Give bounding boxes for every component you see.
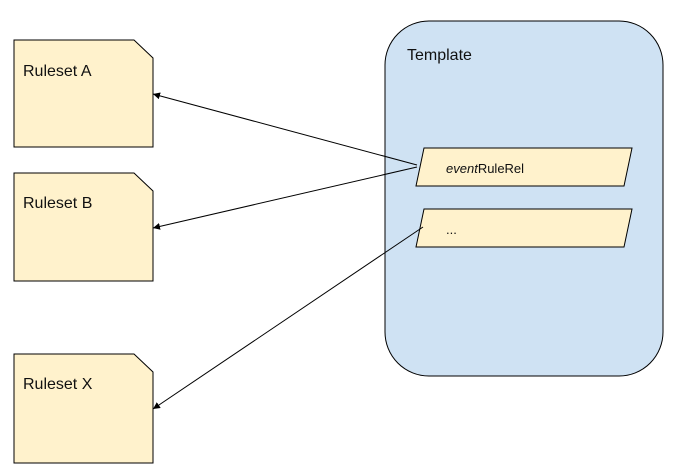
ruleset-note-shape [13,172,154,282]
arrow-to-ruleset-b [152,166,418,230]
relation-shape [415,147,633,187]
ruleset-a: Ruleset A [13,39,154,148]
ruleset-x: Ruleset X [13,353,154,464]
ruleset-label: Ruleset X [23,376,93,393]
relation-label: ... [446,222,457,237]
relation-ellipsis: ... [415,208,633,248]
relation-label-rest: RuleRel [478,161,524,176]
template-label: Template [407,47,472,64]
relation-event-rule-rel: eventRuleRel [415,147,633,187]
ruleset-label: Ruleset B [23,195,92,212]
template-container: Template [384,20,664,377]
ruleset-note-shape [13,353,154,464]
template-box [384,20,664,377]
arrow-to-ruleset-a [152,92,418,166]
ruleset-label: Ruleset A [23,63,92,80]
ruleset-note-shape [13,39,154,148]
relation-shape [415,208,633,248]
ruleset-b: Ruleset B [13,172,154,282]
relation-label-italic: event [446,161,479,176]
arrow-to-ruleset-x [152,226,424,410]
relation-label-rest: ... [446,222,457,237]
relation-label: eventRuleRel [446,161,524,176]
